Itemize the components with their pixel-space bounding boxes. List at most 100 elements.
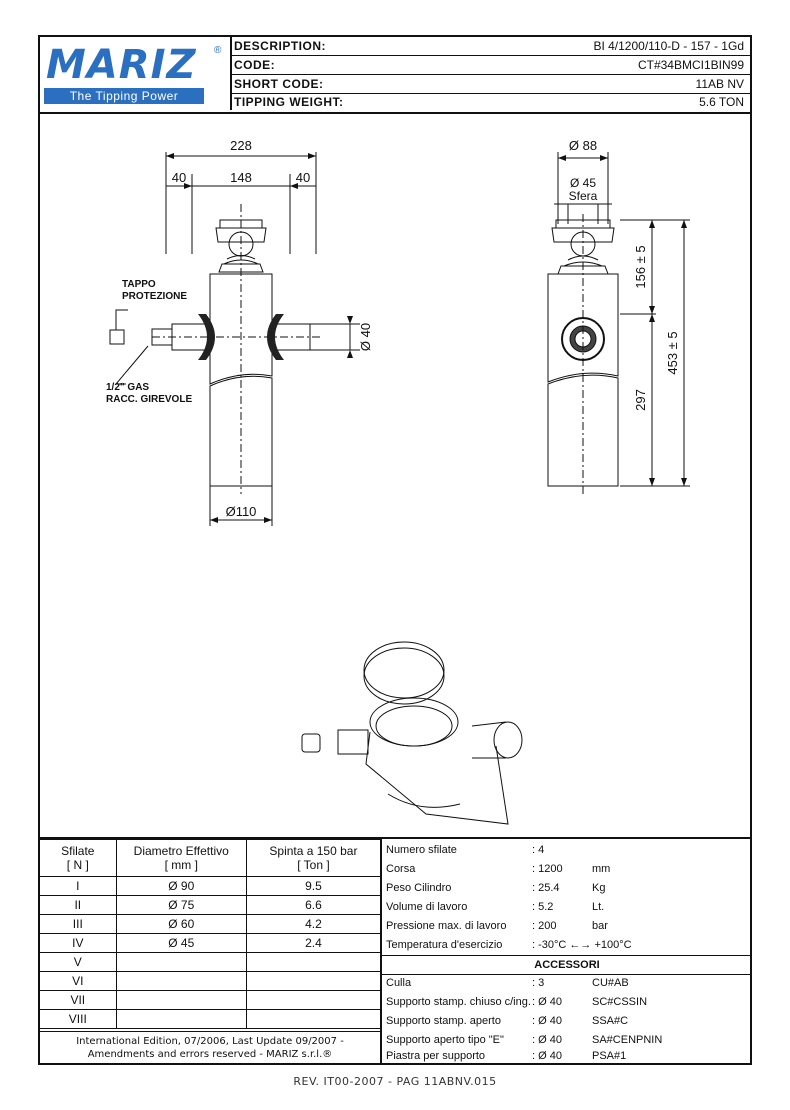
code-row: CODE: CT#34BMCI1BIN99 [232, 56, 750, 75]
spec-name: Corsa [386, 863, 416, 875]
accessory-row: Supporto stamp. aperto : Ø 40 SSA#C [382, 1012, 752, 1031]
spec-name: Temperatura d'esercizio [386, 939, 503, 951]
stages-header-row: Sfilate[ N ] Diametro Effettivo[ mm ] Sp… [40, 839, 380, 877]
header-push-unit: [ Ton ] [297, 858, 330, 872]
stage-number: III [40, 914, 117, 934]
spec-row: Peso Cilindro : 25.4 Kg [382, 879, 752, 898]
accessory-code: SC#CSSIN [592, 996, 648, 1008]
code-value: CT#34BMCI1BIN99 [637, 58, 744, 72]
logo: MARIZ ® The Tipping Power [40, 37, 232, 110]
spec-value: : 1200 [532, 863, 563, 875]
header-diameter-unit: [ mm ] [164, 858, 198, 872]
accessory-code: SSA#C [592, 1015, 629, 1027]
accessory-name: Piastra per supporto [386, 1050, 486, 1062]
table-row: VIII [40, 1009, 380, 1029]
accessory-name: Culla [386, 977, 412, 989]
accessory-name: Supporto stamp. chiuso c/ing. [386, 996, 531, 1008]
dim-total-height: 453 ± 5 [665, 331, 680, 374]
accessory-qty: : Ø 40 [532, 1050, 562, 1062]
stage-push [245, 952, 380, 972]
stage-number: IV [40, 933, 117, 953]
accessory-qty: : Ø 40 [532, 1034, 562, 1046]
label-gas-2: RACC. GIREVOLE [106, 394, 192, 405]
title-block: MARIZ ® The Tipping Power DESCRIPTION: B… [40, 37, 750, 114]
label-ball: Sfera [569, 189, 598, 203]
description-value: BI 4/1200/110-D - 157 - 1Gd [593, 39, 744, 53]
logo-wordmark: MARIZ [46, 42, 197, 88]
technical-drawing: 228 40 148 40 Ø 40 Ø110 Ø 88 Ø 45 Sfera … [106, 138, 690, 825]
stage-number: VII [40, 990, 117, 1010]
dim-side-right: 40 [296, 170, 310, 185]
dim-port-dia: Ø 40 [358, 323, 373, 351]
header-diameter: Diametro Effettivo [133, 844, 229, 858]
spec-value: : 4 [532, 844, 545, 856]
stages-table: Sfilate[ N ] Diametro Effettivo[ mm ] Sp… [40, 839, 380, 1029]
header-stages-unit: [ N ] [66, 858, 89, 872]
tipping-weight-row: TIPPING WEIGHT: 5.6 TON [232, 93, 750, 111]
stage-push [245, 990, 380, 1010]
spec-row: Temperatura d'esercizio : -30°C ←→ +100°C [382, 936, 752, 955]
stage-diameter: Ø 75 [115, 895, 247, 915]
stage-diameter [115, 990, 247, 1010]
logo-tagline: The Tipping Power [44, 88, 204, 104]
dim-upper: 156 ± 5 [633, 245, 648, 288]
stage-number: I [40, 876, 117, 896]
stage-diameter: Ø 90 [115, 876, 247, 896]
dim-side-left: 40 [172, 170, 186, 185]
edition-note: International Edition, 07/2006, Last Upd… [40, 1031, 380, 1065]
accessory-name: Supporto aperto tipo "E" [386, 1034, 504, 1046]
header-cell: Diametro Effettivo[ mm ] [115, 839, 247, 877]
description-label: DESCRIPTION: [234, 39, 327, 53]
accessory-qty: : Ø 40 [532, 996, 562, 1008]
spec-unit: Kg [592, 882, 606, 894]
datasheet: MARIZ ® The Tipping Power DESCRIPTION: B… [38, 35, 752, 1065]
accessory-row: Supporto stamp. chiuso c/ing.: Ø 40 SC#CS… [382, 993, 752, 1012]
accessory-row: Piastra per supporto : Ø 40 PSA#1 [382, 1047, 752, 1066]
spec-unit: Lt. [592, 901, 605, 913]
stage-diameter [115, 1009, 247, 1029]
tipping-weight-value: 5.6 TON [699, 95, 744, 109]
tipping-weight-label: TIPPING WEIGHT: [234, 95, 344, 109]
stage-number: VI [40, 971, 117, 991]
stage-diameter [115, 971, 247, 991]
spec-name: Numero sfilate [386, 844, 457, 856]
stage-number: VIII [40, 1009, 117, 1029]
spec-value: : -30°C ←→ +100°C [532, 939, 632, 951]
dim-head-dia: Ø 88 [569, 138, 597, 153]
edition-line-2: Amendments and errors reserved - MARIZ s… [87, 1049, 333, 1060]
spec-value: : 25.4 [532, 882, 560, 894]
short-code-row: SHORT CODE: 11AB NV [232, 75, 750, 94]
edition-line-1: International Edition, 07/2006, Last Upd… [76, 1036, 344, 1047]
spec-row: Numero sfilate : 4 [382, 841, 752, 860]
dim-lower: 297 [633, 389, 648, 411]
accessory-qty: : Ø 40 [532, 1015, 562, 1027]
short-code-value: 11AB NV [695, 77, 744, 91]
spec-name: Peso Cilindro [386, 882, 452, 894]
accessory-name: Supporto stamp. aperto [386, 1015, 501, 1027]
header-cell: Sfilate[ N ] [40, 839, 117, 877]
spec-name: Volume di lavoro [386, 901, 468, 913]
table-row: V [40, 952, 380, 972]
spec-unit: mm [592, 863, 611, 875]
stage-push [245, 1009, 380, 1029]
table-row: VI [40, 971, 380, 991]
page-footer: REV. IT00-2007 - PAG 11ABNV.015 [293, 1075, 497, 1088]
spec-tables: Sfilate[ N ] Diametro Effettivo[ mm ] Sp… [40, 837, 752, 1065]
spec-row: Volume di lavoro : 5.2 Lt. [382, 898, 752, 917]
dim-total-width: 228 [230, 138, 252, 153]
accessory-code: PSA#1 [592, 1050, 627, 1062]
stage-push: 2.4 [245, 933, 380, 953]
table-row: VII [40, 990, 380, 1010]
header-cell: Spinta a 150 bar[ Ton ] [245, 839, 380, 877]
specs-panel: Numero sfilate : 4 Corsa : 1200 mm Peso Cil… [380, 839, 752, 1065]
stage-push: 6.6 [245, 895, 380, 915]
spec-value: : 5.2 [532, 901, 554, 913]
stage-diameter: Ø 45 [115, 933, 247, 953]
header-stages: Sfilate [61, 844, 95, 858]
